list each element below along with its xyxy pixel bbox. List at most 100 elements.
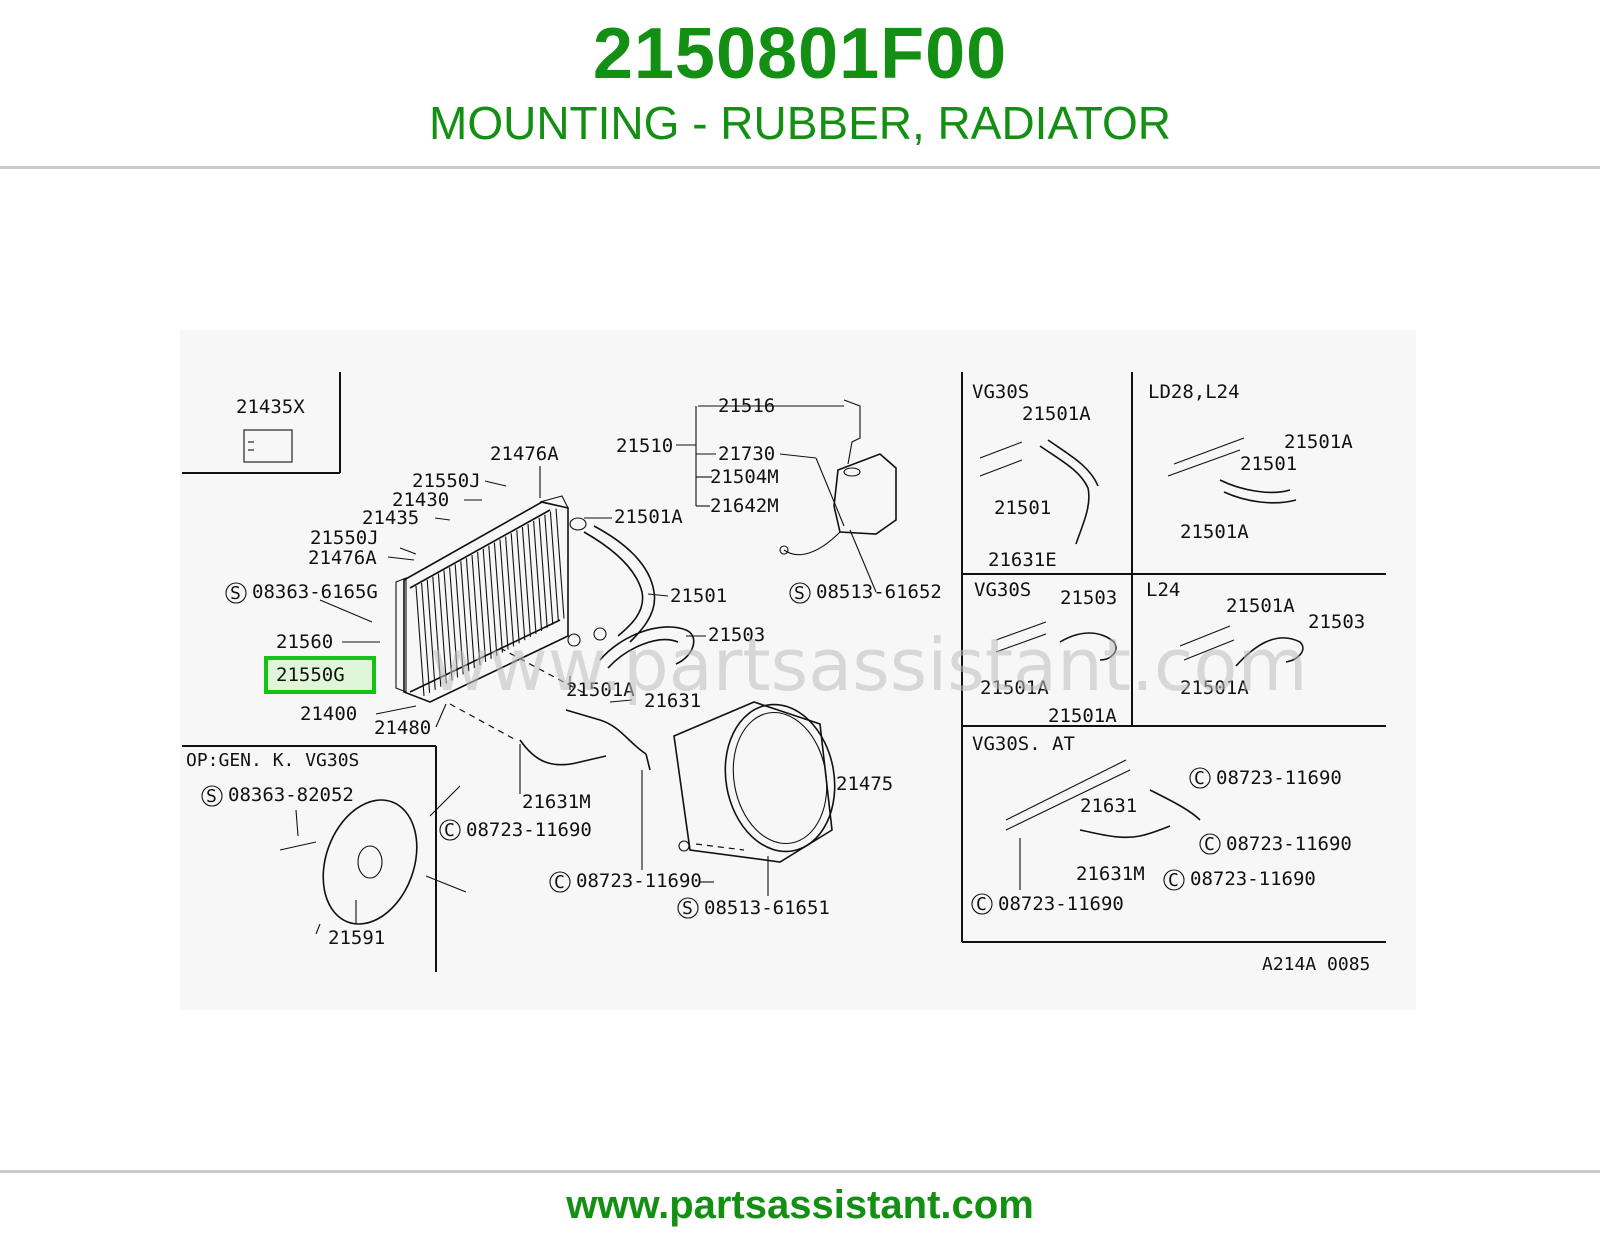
radiator-fin — [443, 570, 453, 681]
radiator-fin — [426, 579, 436, 690]
radiator-fin — [521, 527, 531, 638]
radiator-fin — [527, 523, 537, 635]
svg-text:21501A: 21501A — [1022, 403, 1091, 425]
lower-hose — [567, 626, 695, 669]
svg-text:21501A: 21501A — [1284, 431, 1353, 453]
radiator-fin — [544, 514, 554, 625]
overflow-pipe — [519, 709, 651, 771]
callout-08723-11690-b: C 08723-11690 — [549, 870, 702, 893]
inset-title: L24 — [1146, 579, 1180, 601]
inset-title: VG30S. AT — [972, 733, 1075, 755]
callout-08513-61652: S 08513-61652 — [789, 581, 942, 604]
svg-text:S: S — [206, 786, 217, 807]
svg-text:21631: 21631 — [1080, 795, 1137, 817]
callout-21642m: 21642M — [710, 495, 779, 517]
radiator-fin — [538, 517, 548, 628]
inset-title: VG30S — [972, 381, 1029, 403]
radiator-fin — [460, 561, 470, 672]
callout-21503-main: 21503 — [708, 624, 765, 646]
svg-text:08513-61651: 08513-61651 — [704, 897, 830, 919]
radiator-fin — [482, 548, 492, 659]
callout-21476a: 21476A — [308, 547, 377, 569]
svg-text:08513-61652: 08513-61652 — [816, 581, 942, 603]
part-number-title: 2150801F00 — [592, 14, 1008, 94]
inset-vg30s-at: VG30S. AT C 08723-11690 21631 C 08723-11… — [971, 733, 1352, 915]
callout-21501-main: 21501 — [670, 585, 727, 607]
option-panel: OP:GEN. K. VG30S S 08363-82052 21591 — [182, 745, 437, 972]
callout-21550j-top: 21550J — [412, 470, 481, 492]
callout-21476a-top: 21476A — [490, 443, 559, 465]
callout-21475: 21475 — [836, 773, 893, 795]
callout-21516: 21516 — [718, 395, 775, 417]
watermark: www.partsassistant.com — [430, 623, 1308, 707]
svg-text:21631E: 21631E — [988, 549, 1057, 571]
radiator-fin — [533, 520, 543, 631]
inset-ld28-l24: LD28,L24 21501A 21501 21501A — [1148, 381, 1353, 543]
svg-text:21631M: 21631M — [1076, 863, 1145, 885]
radiator-fin — [493, 542, 503, 653]
radiator-fin — [454, 564, 464, 675]
inset-vg30s-mid: VG30S 21503 21501A 21501A — [974, 579, 1117, 727]
svg-text:C: C — [1168, 870, 1179, 891]
svg-text:21501: 21501 — [994, 497, 1051, 519]
callout-08723-11690-a: C 08723-11690 — [439, 819, 592, 841]
radiator-fin — [477, 551, 487, 662]
svg-text:C: C — [1194, 768, 1205, 789]
callout-21501a-lower: 21501A — [566, 679, 635, 701]
inset-title: VG30S — [974, 579, 1031, 601]
callout-08513-61651: S 08513-61651 — [677, 897, 830, 919]
callout-21435x: 21435X — [236, 396, 305, 418]
callout-21400: 21400 — [300, 703, 357, 725]
callout-21480: 21480 — [374, 717, 431, 739]
highlighted-part-21550g[interactable]: 21550G — [264, 656, 376, 694]
part-description: MOUNTING - RUBBER, RADIATOR — [429, 97, 1171, 149]
reservoir-tank — [779, 399, 897, 556]
svg-text:C: C — [976, 894, 987, 915]
svg-text:21503: 21503 — [1060, 587, 1117, 609]
svg-text:08723-11690: 08723-11690 — [998, 893, 1124, 915]
header-divider — [0, 166, 1600, 169]
svg-text:21501A: 21501A — [1048, 705, 1117, 727]
callout-21510: 21510 — [616, 435, 673, 457]
callout-21435: 21435 — [362, 507, 419, 529]
callout-21591: 21591 — [328, 927, 385, 949]
radiator-fin — [488, 545, 498, 656]
radiator-fin — [516, 530, 526, 641]
radiator-fin — [549, 511, 559, 622]
radiator-fin — [555, 508, 565, 619]
svg-text:08723-11690: 08723-11690 — [1216, 767, 1342, 789]
radiator-fin — [499, 539, 509, 650]
drawing-code: A214A 0085 — [1262, 954, 1370, 975]
callout-08363-6165g: S 08363-6165G — [225, 581, 378, 604]
callout-21430: 21430 — [392, 489, 449, 511]
radiator-fin — [432, 576, 442, 687]
svg-text:C: C — [444, 820, 455, 841]
parts-diagram: 21435X — [180, 330, 1416, 1010]
inset-frames — [961, 372, 1386, 943]
svg-text:08723-11690: 08723-11690 — [466, 819, 592, 841]
svg-text:08723-11690: 08723-11690 — [1226, 833, 1352, 855]
option-fan — [279, 785, 467, 935]
option-title: OP:GEN. K. VG30S — [186, 750, 359, 771]
inset-l24: L24 21501A 21503 21501A — [1146, 579, 1365, 699]
radiator-fin — [421, 582, 431, 693]
callout-21631-main: 21631 — [644, 690, 701, 712]
radiator-fin — [471, 554, 481, 666]
footer-url-link[interactable]: www.partsassistant.com — [566, 1183, 1034, 1227]
svg-text:08723-11690: 08723-11690 — [576, 870, 702, 892]
svg-text:C: C — [1204, 834, 1215, 855]
svg-text:08723-11690: 08723-11690 — [1190, 868, 1316, 890]
svg-text:08363-6165G: 08363-6165G — [252, 581, 378, 603]
callout-21501a-main: 21501A — [614, 506, 683, 528]
upper-hose — [569, 517, 656, 643]
svg-text:21501A: 21501A — [1226, 595, 1295, 617]
radiator-fin — [415, 585, 425, 697]
svg-text:21501A: 21501A — [980, 677, 1049, 699]
fan-shroud — [673, 701, 836, 863]
svg-text:S: S — [794, 583, 805, 604]
radiator-core — [395, 495, 570, 703]
radiator-fin — [505, 536, 515, 647]
svg-text:S: S — [230, 583, 241, 604]
callout-21504m: 21504M — [710, 466, 779, 488]
footer-divider — [0, 1170, 1600, 1173]
